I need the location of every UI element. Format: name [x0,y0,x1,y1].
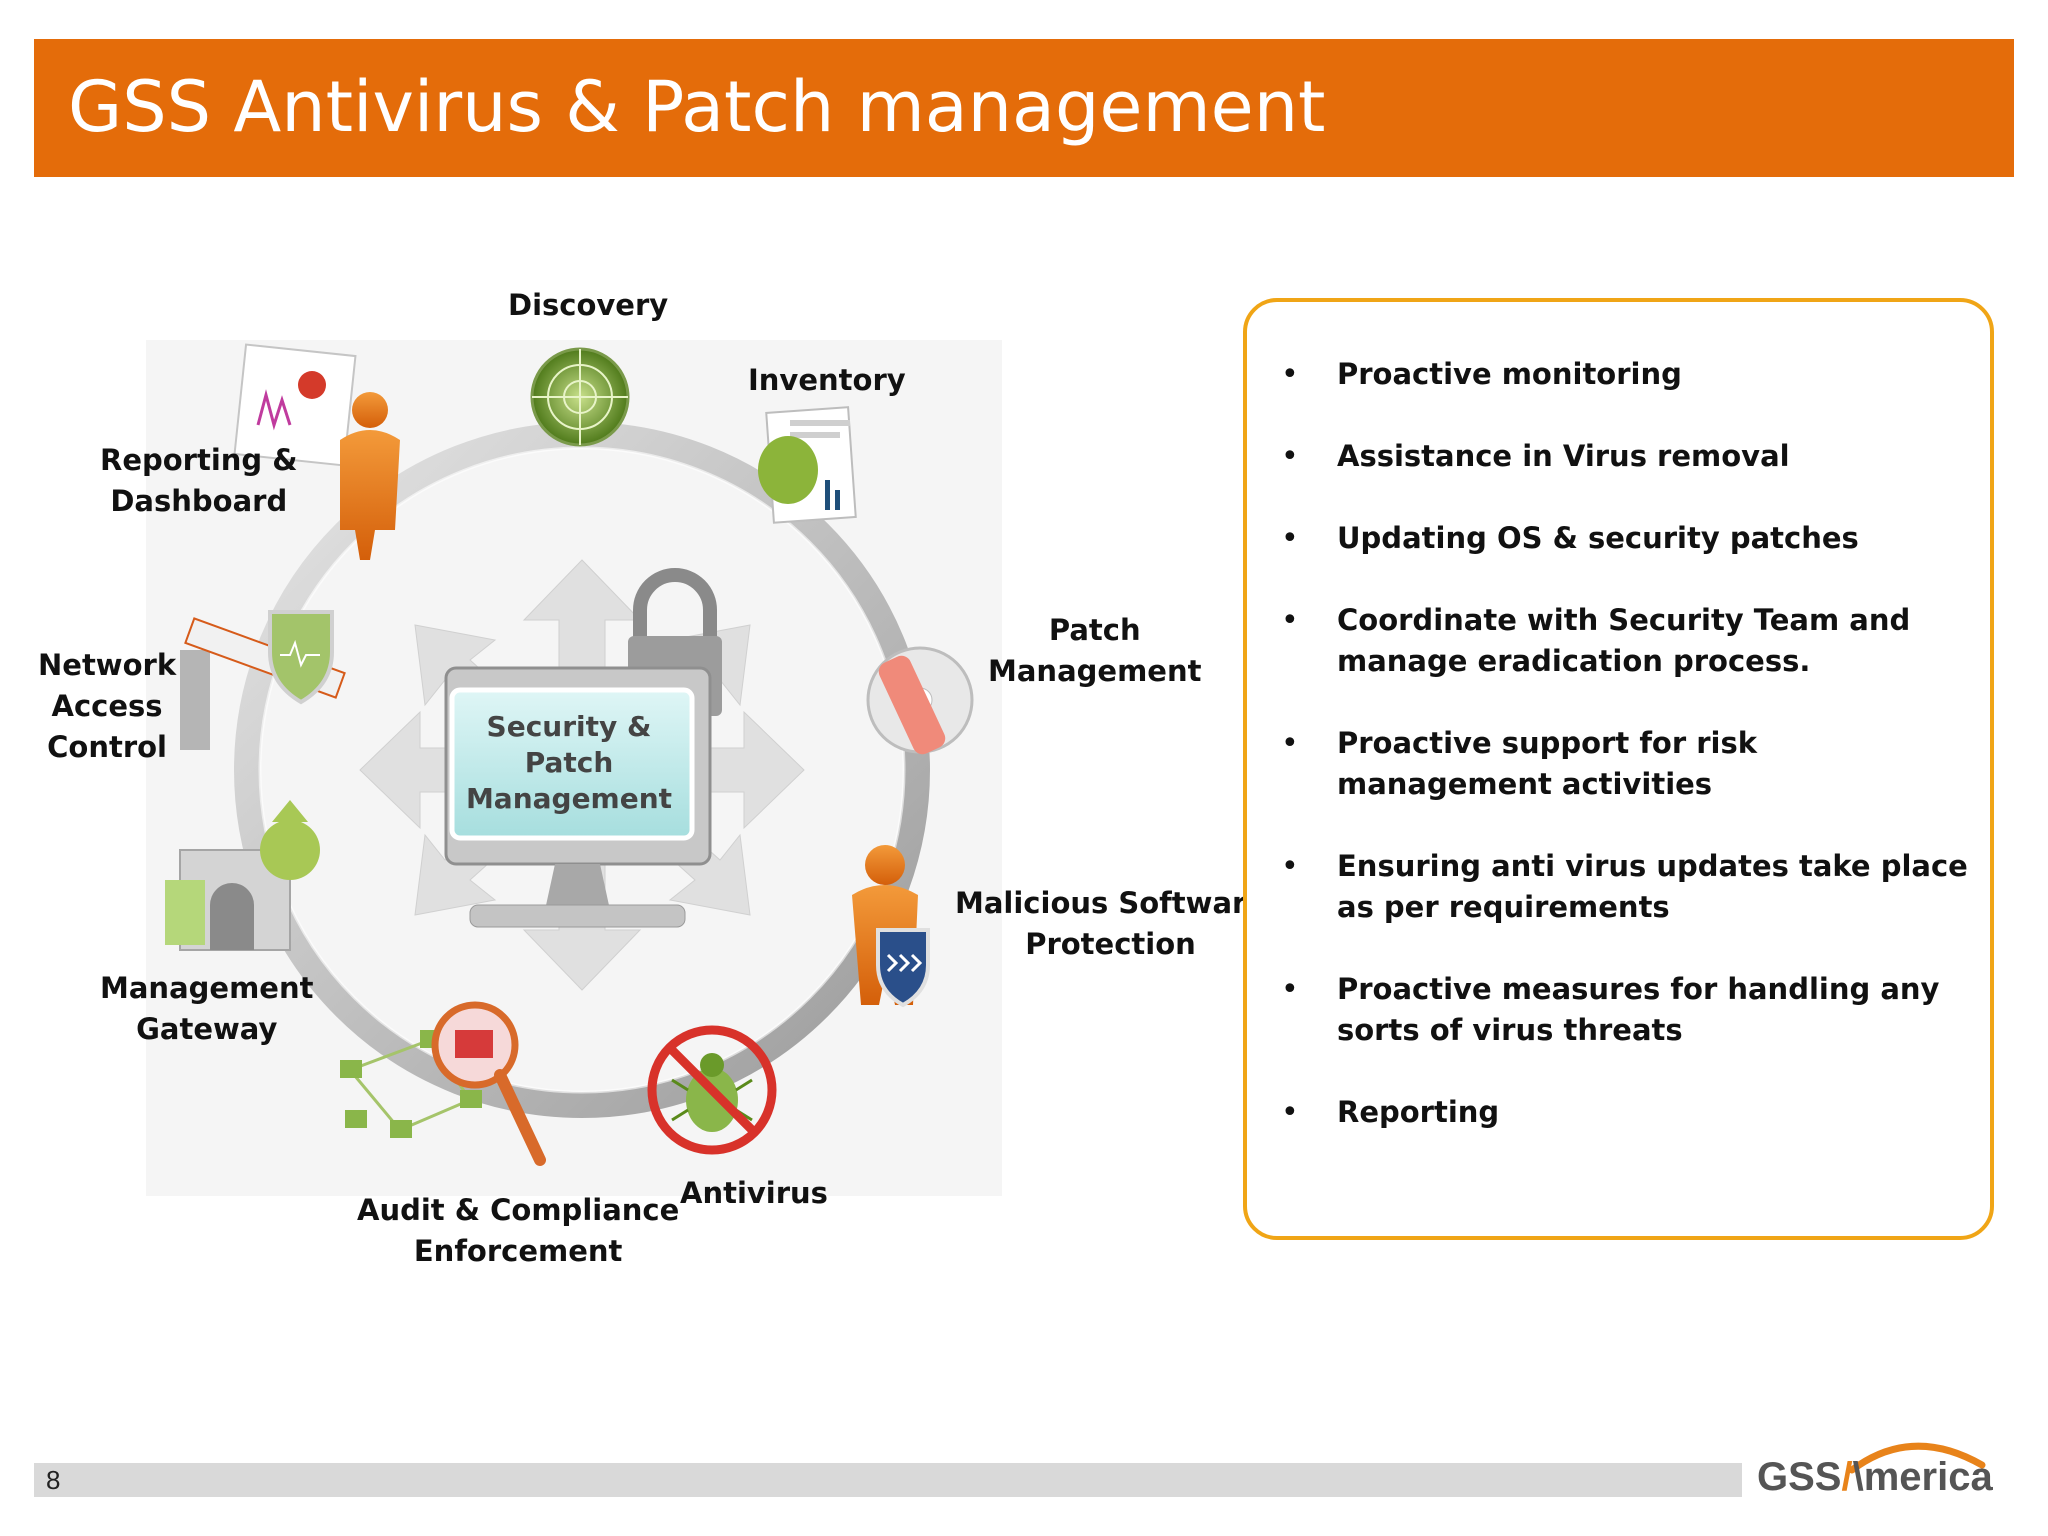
services-list: Proactive monitoring Assistance in Virus… [1281,354,1981,1174]
center-label: Security & Patch Management [446,690,692,836]
label-network-line2: Access [51,689,163,723]
audit-network-icon [340,1001,546,1166]
logo-swoosh-icon [1848,1442,1986,1474]
list-item: Reporting [1281,1092,1981,1133]
label-management-gateway: Management Gateway [100,968,313,1050]
label-malicious-line1: Malicious Software [955,886,1266,920]
label-antivirus-text: Antivirus [680,1176,828,1210]
list-item: Assistance in Virus removal [1281,436,1981,477]
label-patch-management: Patch Management [988,610,1201,692]
label-audit-line1: Audit & Compliance [357,1193,680,1227]
list-item: Proactive support for risk management ac… [1281,723,1981,805]
gateway-arrows-icon [165,800,320,951]
footer-bar: 8 [34,1463,1742,1497]
label-gateway-line2: Gateway [136,1012,278,1046]
slide-title: GSS Antivirus & Patch management [68,66,1326,148]
label-gateway-line1: Management [100,971,314,1005]
list-item: Ensuring anti virus updates take place a… [1281,846,1981,928]
list-item: Proactive monitoring [1281,354,1981,395]
protection-person-icon [852,845,930,1008]
monitor-lock-icon [444,568,722,928]
logo-text: GSS/\merica [1757,1455,1993,1499]
label-network-access: Network Access Control [38,645,176,768]
title-bar: GSS Antivirus & Patch management [34,39,2014,177]
label-discovery: Discovery [508,285,668,326]
label-patch-line1: Patch [1048,613,1141,647]
label-audit-line2: Enforcement [413,1234,623,1268]
barrier-shield-icon [180,610,346,750]
list-item: Coordinate with Security Team and manage… [1281,600,1981,682]
label-network-line3: Control [47,730,167,764]
services-box: Proactive monitoring Assistance in Virus… [1243,298,1994,1240]
label-discovery-text: Discovery [508,288,669,322]
label-reporting-line2: Dashboard [110,484,288,518]
list-item: Updating OS & security patches [1281,518,1981,559]
antivirus-bug-icon [647,1025,777,1155]
label-antivirus: Antivirus [680,1173,828,1214]
label-patch-line2: Management [988,654,1202,688]
center-line-2: Patch [524,746,614,779]
gssamerica-logo: GSS/\merica [1757,1432,2017,1502]
label-reporting-line1: Reporting & [100,443,298,477]
label-reporting: Reporting & Dashboard [100,440,298,522]
center-line-1: Security & [486,710,652,743]
label-inventory: Inventory [748,360,906,401]
page-number: 8 [46,1465,61,1495]
label-audit-compliance: Audit & Compliance Enforcement [357,1190,679,1272]
reporting-person-icon [233,343,400,560]
patch-disc-icon [866,646,974,755]
label-network-line1: Network [38,648,177,682]
list-item: Proactive measures for handling any sort… [1281,969,1981,1051]
label-malicious-software: Malicious Software Protection [955,883,1266,965]
label-inventory-text: Inventory [748,363,906,397]
label-malicious-line2: Protection [1025,927,1196,961]
inventory-chart-icon [758,406,857,524]
center-line-3: Management [465,782,673,815]
radar-icon [530,347,630,447]
